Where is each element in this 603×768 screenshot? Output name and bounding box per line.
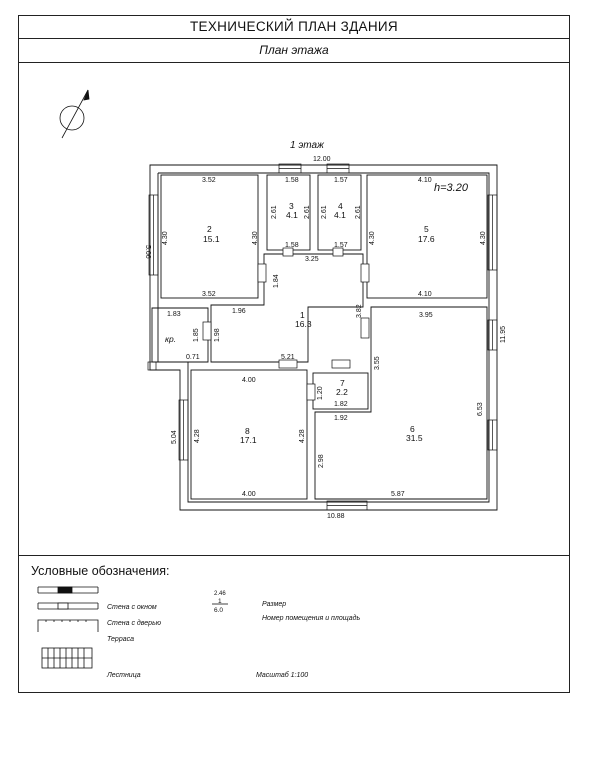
sheet-subtitle: План этажа bbox=[19, 38, 569, 63]
doors bbox=[202, 247, 370, 401]
dim-overall-top: 12.00 bbox=[313, 156, 331, 163]
legend-symbols bbox=[37, 586, 228, 669]
dim: 1.58 bbox=[285, 177, 299, 184]
room-number: 6 bbox=[410, 424, 415, 434]
legend-sample-no: 1 bbox=[218, 598, 222, 605]
north-arrow-icon bbox=[59, 89, 90, 139]
legend-title: Условные обозначения: bbox=[31, 564, 170, 578]
room-8: 4.00 4.00 4.28 4.28 8 17.1 bbox=[194, 377, 306, 498]
dim-overall-bottom: 10.88 bbox=[327, 513, 345, 520]
room-closet: 1.83 1.85 0.71 кр. bbox=[165, 311, 200, 361]
window-wall-symbol bbox=[37, 586, 99, 594]
room-area: 2.2 bbox=[336, 387, 348, 397]
dim: 4.30 bbox=[369, 231, 376, 245]
dim: 3.82 bbox=[356, 304, 363, 318]
room-area: 4.1 bbox=[334, 210, 346, 220]
dim: 2.61 bbox=[271, 205, 278, 219]
terrace-symbol bbox=[37, 619, 99, 632]
height-label: h=3.20 bbox=[434, 182, 469, 194]
legend-label-room: Номер помещения и площадь bbox=[262, 615, 361, 622]
room-7: 1.20 1.82 1.92 7 2.2 bbox=[317, 378, 348, 422]
room-area: 31.5 bbox=[406, 433, 423, 443]
dim: 1.92 bbox=[334, 415, 348, 422]
room-area: 17.1 bbox=[240, 435, 257, 445]
dim: 4.00 bbox=[242, 491, 256, 498]
legend-label-window-wall: Стена с окном bbox=[107, 604, 157, 611]
sheet-title: ТЕХНИЧЕСКИЙ ПЛАН ЗДАНИЯ bbox=[19, 16, 569, 39]
dim-overall-left-lower: 5.04 bbox=[171, 430, 178, 444]
dim: 1.85 bbox=[193, 328, 200, 342]
dim: 3.95 bbox=[419, 312, 433, 319]
room-number: 8 bbox=[245, 426, 250, 436]
room-6: 3.95 5.87 2.98 6 31.5 bbox=[318, 312, 433, 498]
dim: 5.87 bbox=[391, 491, 405, 498]
dim: 4.10 bbox=[418, 291, 432, 298]
dim: 2.98 bbox=[318, 454, 325, 468]
dim-overall-right: 11.95 bbox=[500, 326, 507, 343]
room-number: кр. bbox=[165, 334, 176, 344]
room-number: 4 bbox=[338, 201, 343, 211]
dim: 4.10 bbox=[418, 177, 432, 184]
dim: 4.00 bbox=[242, 377, 256, 384]
room-2: 3.52 3.52 4.30 4.30 2 15.1 bbox=[162, 177, 259, 298]
room-4: 1.57 1.57 2.61 2.61 4 4.1 bbox=[321, 177, 362, 249]
drawing-sheet: ТЕХНИЧЕСКИЙ ПЛАН ЗДАНИЯ План этажа Услов… bbox=[18, 15, 570, 693]
room-number: 7 bbox=[340, 378, 345, 388]
dim: 3.55 bbox=[374, 356, 381, 370]
room-number: 2 bbox=[207, 224, 212, 234]
room-number: 3 bbox=[289, 201, 294, 211]
dim: 4.28 bbox=[299, 429, 306, 443]
windows bbox=[148, 163, 498, 511]
dim: 1.57 bbox=[334, 177, 348, 184]
dim-overall-right-mid: 6.53 bbox=[477, 402, 484, 416]
dim: 1.58 bbox=[285, 242, 299, 249]
dim: 1.96 bbox=[232, 308, 246, 315]
dim: 1.57 bbox=[334, 242, 348, 249]
dim: 1.83 bbox=[167, 311, 181, 318]
dim: 1.84 bbox=[273, 274, 280, 288]
room-number: 1 bbox=[300, 310, 305, 320]
dim: 4.30 bbox=[252, 231, 259, 245]
legend-label-size: Размер bbox=[262, 601, 287, 608]
dim: 1.82 bbox=[334, 401, 348, 408]
dim-overall-left: 5.06 bbox=[144, 245, 151, 259]
scale-label: Масштаб 1:100 bbox=[256, 672, 309, 679]
room-area: 16.3 bbox=[295, 319, 312, 329]
dim: 3.25 bbox=[305, 256, 319, 263]
floor-label: 1 этаж bbox=[290, 140, 325, 151]
legend-sample-area: 6.0 bbox=[214, 607, 223, 614]
dim: 4.30 bbox=[480, 231, 487, 245]
dim: 1.20 bbox=[317, 386, 324, 400]
room-area: 17.6 bbox=[418, 234, 435, 244]
overall-dims: 12.00 10.88 5.06 5.04 11.95 6.53 bbox=[144, 156, 507, 520]
dim: 3.52 bbox=[202, 291, 216, 298]
dim: 2.61 bbox=[321, 205, 328, 219]
dim: 3.52 bbox=[202, 177, 216, 184]
legend-sample-size: 2.46 bbox=[214, 591, 226, 597]
room-3: 1.58 1.58 2.61 2.61 3 4.1 bbox=[271, 177, 311, 249]
dim: 2.61 bbox=[304, 205, 311, 219]
corner-mark bbox=[147, 361, 157, 371]
door-wall-symbol bbox=[37, 602, 99, 610]
legend-label-stairs: Лестница bbox=[107, 672, 141, 679]
room-area: 15.1 bbox=[203, 234, 220, 244]
room-5: 4.10 4.10 4.30 4.30 5 17.6 bbox=[369, 177, 487, 298]
dim: 1.98 bbox=[214, 328, 221, 342]
dim: 4.30 bbox=[162, 231, 169, 245]
dim: 5.21 bbox=[281, 354, 295, 361]
legend-label-terrace: Терраса bbox=[107, 636, 135, 643]
dim: 2.61 bbox=[355, 205, 362, 219]
room-1: 3.25 1.96 5.21 1.84 1.98 3.82 3.55 1 16.… bbox=[214, 256, 381, 370]
walls bbox=[149, 164, 498, 511]
legend: Условные обозначения: Стена с окном Стен… bbox=[19, 555, 569, 695]
stairs-symbol bbox=[41, 647, 93, 669]
room-number: 5 bbox=[424, 224, 429, 234]
legend-label-door-wall: Стена с дверью bbox=[107, 620, 162, 627]
dim: 4.28 bbox=[194, 429, 201, 443]
dim: 0.71 bbox=[186, 354, 200, 361]
room-area: 4.1 bbox=[286, 210, 298, 220]
